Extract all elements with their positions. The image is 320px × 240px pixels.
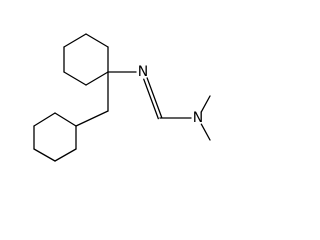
structure-diagram: NN — [33, 33, 211, 162]
single-bond-b5 — [85, 33, 109, 48]
single-bond-b18 — [200, 95, 211, 113]
bonds-layer — [33, 33, 211, 162]
single-bond-b8 — [75, 110, 109, 127]
single-bond-b1 — [85, 71, 109, 86]
single-bond-b10 — [54, 148, 77, 162]
double-bond-b16 — [143, 77, 163, 120]
atom-labels-layer: NN — [138, 64, 203, 126]
single-bond-b4 — [63, 33, 87, 48]
single-bond-b11 — [33, 148, 56, 162]
single-bond-b13 — [33, 112, 56, 127]
single-bond-b19 — [200, 123, 211, 141]
atom-label-n1: N — [138, 64, 148, 80]
bond-line-b16-a — [143, 78, 159, 120]
single-bond-b2 — [63, 71, 87, 86]
single-bond-b14 — [54, 112, 77, 127]
atom-label-n2: N — [193, 110, 203, 126]
bond-line-b16-b — [146, 77, 163, 119]
